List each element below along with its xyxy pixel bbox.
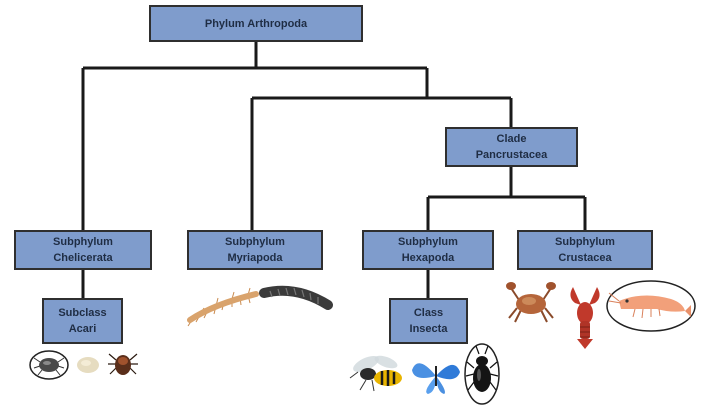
node-label-line1: Subphylum — [53, 234, 113, 250]
node-label-line1: Subphylum — [398, 234, 458, 250]
node-subclass-acari: Subclass Acari — [42, 298, 123, 344]
node-phylum-arthropoda: Phylum Arthropoda — [149, 5, 363, 42]
node-subphylum-myriapoda: Subphylum Myriapoda — [187, 230, 323, 270]
butterfly-image — [410, 352, 462, 396]
node-label-line2: Insecta — [410, 321, 448, 337]
connector-pancrustacea — [428, 167, 585, 230]
node-label-line1: Subphylum — [225, 234, 285, 250]
node-class-insecta: Class Insecta — [389, 298, 468, 344]
node-label-line1: Clade — [497, 131, 527, 147]
node-label-line2: Crustacea — [558, 250, 611, 266]
node-label-line2: Pancrustacea — [476, 147, 548, 163]
tick-image — [106, 346, 140, 382]
beetle-image — [462, 342, 502, 406]
node-label: Phylum Arthropoda — [205, 16, 307, 32]
centipede-image — [184, 282, 264, 328]
node-label-line1: Class — [414, 305, 443, 321]
node-label-line2: Hexapoda — [402, 250, 455, 266]
crayfish-image — [565, 283, 605, 353]
tick-larva-image — [74, 352, 102, 376]
node-label-line1: Subclass — [58, 305, 106, 321]
node-label-line2: Acari — [69, 321, 97, 337]
node-clade-pancrustacea: Clade Pancrustacea — [445, 127, 578, 167]
node-label-line2: Myriapoda — [227, 250, 282, 266]
mite-image — [28, 348, 70, 382]
shrimp-image — [605, 279, 697, 333]
millipede-image — [258, 281, 334, 317]
wasp-image — [348, 350, 410, 394]
crab-image — [505, 280, 561, 326]
node-subphylum-hexapoda: Subphylum Hexapoda — [362, 230, 494, 270]
node-label-line2: Chelicerata — [53, 250, 112, 266]
node-label-line1: Subphylum — [555, 234, 615, 250]
node-subphylum-chelicerata: Subphylum Chelicerata — [14, 230, 152, 270]
node-subphylum-crustacea: Subphylum Crustacea — [517, 230, 653, 270]
